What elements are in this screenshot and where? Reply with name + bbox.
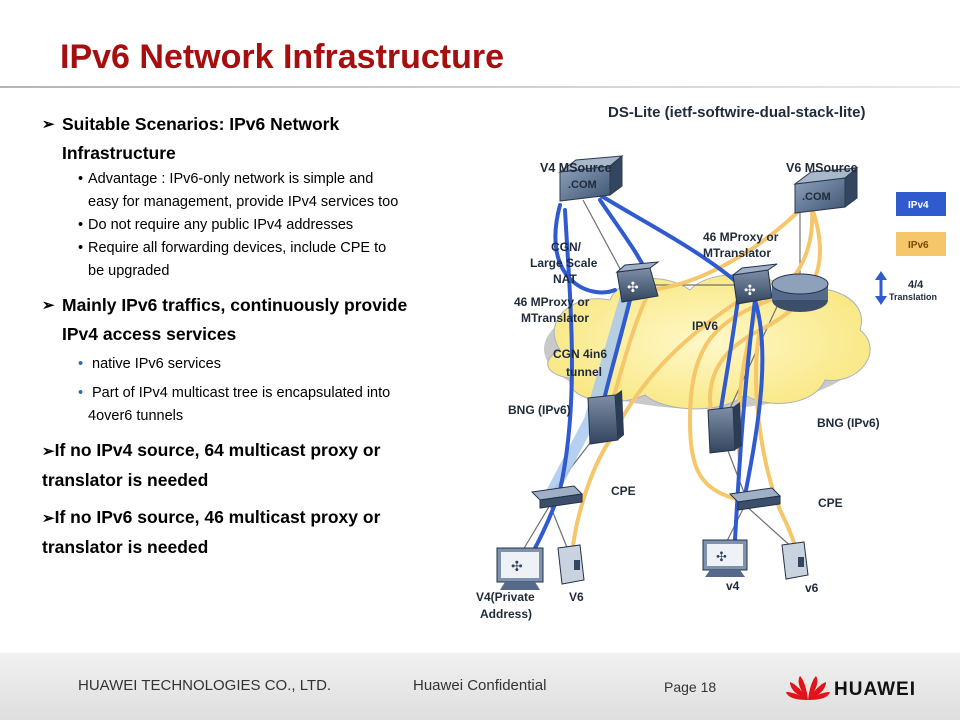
bullet-mainly: ➢ Mainly IPv6 traffics, continuously pro… [42, 291, 492, 349]
legend-translation-top: 4/4 [908, 279, 924, 291]
svg-text:✣: ✣ [716, 550, 727, 565]
sub-bullet: • native IPv6 services [42, 353, 492, 376]
bullet-text: IPv4 access services [62, 324, 237, 344]
diagram-heading: DS-Lite (ietf-softwire-dual-stack-lite) [608, 104, 866, 121]
bullet-text: Infrastructure [62, 143, 176, 163]
svg-text:NAT: NAT [553, 272, 577, 286]
cgn-label: CGN/ Large Scale NAT [530, 240, 598, 286]
svg-text:tunnel: tunnel [566, 365, 602, 379]
legend-translation-bottom: Translation [889, 292, 937, 302]
legend: IPv4 IPv6 4/4 Translation [875, 192, 946, 305]
sub-bullet: • Require all forwarding devices, includ… [42, 237, 492, 283]
sub-bullet: • Advantage : IPv6-only network is simpl… [42, 168, 492, 214]
bullet-text: Mainly IPv6 traffics, continuously provi… [62, 295, 408, 315]
svg-text:Large Scale: Large Scale [530, 256, 598, 270]
bullet-text: translator is needed [42, 537, 209, 557]
cpe-right-label: CPE [818, 496, 843, 510]
sub-bullet-text: 4over6 tunnels [88, 408, 184, 424]
arrow-bullet-icon: ➢ [42, 297, 55, 314]
svg-text:✣: ✣ [511, 559, 523, 575]
svg-text:V4(Private: V4(Private [476, 590, 535, 604]
huawei-logo-icon [786, 676, 830, 700]
dot-bullet-icon: • [78, 217, 84, 233]
svg-text:46 MProxy or: 46 MProxy or [514, 295, 590, 309]
ds-lite-diagram: DS-Lite (ietf-softwire-dual-stack-lite) [476, 104, 946, 621]
slide-content: ➢ Suitable Scenarios: IPv6 Network Infra… [42, 110, 492, 562]
svg-text:CGN 4in6: CGN 4in6 [553, 347, 607, 361]
sub-bullet: • Part of IPv4 multicast tree is encapsu… [42, 382, 492, 428]
cgn-tunnel-label: CGN 4in6 tunnel [553, 347, 607, 379]
proxy-router: ✣ [731, 263, 778, 305]
v6-server: .COM [793, 166, 859, 214]
arrow-bullet-icon: ➢ [42, 510, 55, 527]
bng-right-label: BNG (IPv6) [817, 416, 880, 430]
bullet-scenario: ➢ Suitable Scenarios: IPv6 Network Infra… [42, 110, 492, 168]
sub-bullet-text: Require all forwarding devices, include … [88, 240, 387, 256]
legend-ipv4-swatch [896, 192, 946, 216]
translation-arrow-icon [875, 271, 887, 305]
sub-bullet-text: native IPv6 services [92, 356, 221, 372]
svg-text:✣: ✣ [627, 280, 639, 296]
host-left-label: V4(Private Address) [476, 590, 535, 621]
bng-right-device [707, 402, 742, 454]
footer-brand: HUAWEI [834, 679, 916, 700]
host-v4-right-label: v4 [726, 579, 740, 593]
sub-bullet-text: Part of IPv4 multicast tree is encapsula… [92, 385, 391, 401]
cpe-left-label: CPE [611, 484, 636, 498]
svg-text:MTranslator: MTranslator [703, 246, 771, 260]
bng-left-device [587, 390, 624, 445]
legend-ipv6-swatch [896, 232, 946, 256]
sub-bullet-text: be upgraded [88, 263, 170, 279]
page-title: IPv6 Network Infrastructure [60, 38, 505, 76]
v4-source-label: V4 MSource [540, 161, 612, 175]
proxy-right-label: 46 MProxy or MTranslator [703, 230, 779, 260]
v4-server: .COM [558, 154, 624, 202]
bullet-text: ➢If no IPv4 source, 64 multicast proxy o… [42, 440, 381, 460]
com-label: .COM [568, 179, 597, 191]
arrow-bullet-icon: ➢ [42, 443, 55, 460]
ipv6-cloud-label: IPV6 [692, 319, 718, 333]
sub-bullet-text: Do not require any public IPv4 addresses [88, 217, 354, 233]
sub-bullet-text: Advantage : IPv6-only network is simple … [88, 171, 374, 187]
com-label: .COM [802, 191, 831, 203]
sub-bullet: • Do not require any public IPv4 address… [42, 214, 492, 237]
v6-source-label: V6 MSource [786, 161, 858, 175]
host-v6-right-label: v6 [805, 581, 819, 595]
proxy-left-label: 46 MProxy or MTranslator [514, 295, 590, 325]
legend-ipv4-label: IPv4 [908, 200, 929, 211]
dot-bullet-icon: • [78, 240, 84, 256]
dot-bullet-icon: • [78, 356, 84, 372]
bullet-text: Suitable Scenarios: IPv6 Network [62, 114, 340, 134]
host-v6-pc-left [557, 544, 585, 585]
bullet-no-v4: ➢If no IPv4 source, 64 multicast proxy o… [42, 436, 492, 495]
host-v4-monitor-right: ✣ [702, 539, 748, 577]
cpe-right-device [728, 487, 782, 511]
arrow-bullet-icon: ➢ [42, 116, 55, 133]
svg-text:✣: ✣ [744, 283, 756, 299]
svg-text:Address): Address) [480, 607, 532, 621]
bullet-no-v6: ➢If no IPv6 source, 46 multicast proxy o… [42, 503, 492, 562]
footer-page-number: Page 18 [664, 679, 717, 695]
svg-text:CGN/: CGN/ [551, 240, 582, 254]
footer-company: HUAWEI TECHNOLOGIES CO., LTD. [78, 677, 332, 694]
dot-bullet-icon: • [78, 385, 84, 401]
dot-bullet-icon: • [78, 171, 84, 187]
bullet-text: ➢If no IPv6 source, 46 multicast proxy o… [42, 507, 381, 527]
core-router [771, 273, 829, 312]
bullet-text: translator is needed [42, 470, 209, 490]
footer-confidential: Huawei Confidential [413, 677, 547, 694]
bng-left-label: BNG (IPv6) [508, 403, 571, 417]
host-v4-private-monitor: ✣ [496, 547, 544, 590]
sub-bullet-text: easy for management, provide IPv4 servic… [88, 194, 399, 210]
svg-text:46 MProxy or: 46 MProxy or [703, 230, 779, 244]
svg-text:MTranslator: MTranslator [521, 311, 589, 325]
legend-ipv6-label: IPv6 [908, 240, 929, 251]
cpe-left-device [530, 485, 584, 509]
host-v6-left-label: V6 [569, 590, 584, 604]
cgn-router: ✣ [615, 261, 660, 303]
title-divider [0, 86, 960, 88]
host-v6-pc-right [781, 541, 809, 580]
